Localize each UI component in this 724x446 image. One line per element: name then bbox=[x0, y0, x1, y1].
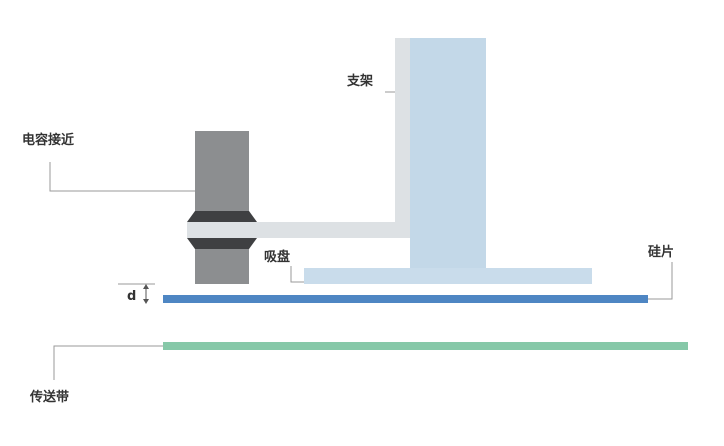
sensor-band-upper bbox=[187, 211, 257, 222]
conveyor bbox=[163, 342, 688, 350]
bracket-horizontal-arm bbox=[240, 222, 415, 238]
sensor-body-upper bbox=[195, 131, 249, 211]
suction-cup-leader-line bbox=[290, 266, 304, 283]
wafer-leader-line bbox=[648, 262, 673, 300]
sensor-leader-line bbox=[49, 162, 195, 192]
sensor-band-middle bbox=[187, 222, 257, 238]
conveyor-leader-line bbox=[53, 345, 163, 380]
gap-arrow-head-down bbox=[143, 299, 149, 304]
suction-column bbox=[410, 38, 486, 270]
gap-arrow-head-up bbox=[143, 284, 149, 289]
capacitive-sensor-label: 电容接近 bbox=[22, 132, 74, 148]
gap-label: d bbox=[127, 289, 136, 304]
conveyor-label: 传送带 bbox=[29, 389, 69, 405]
wafer-label: 硅片 bbox=[648, 244, 674, 260]
bracket-label: 支架 bbox=[346, 73, 373, 89]
wafer bbox=[163, 295, 648, 303]
suction-cup-label: 吸盘 bbox=[264, 249, 290, 265]
sensor-body-lower bbox=[195, 249, 249, 284]
sensor-band-lower bbox=[187, 238, 257, 249]
suction-cup bbox=[304, 268, 592, 284]
